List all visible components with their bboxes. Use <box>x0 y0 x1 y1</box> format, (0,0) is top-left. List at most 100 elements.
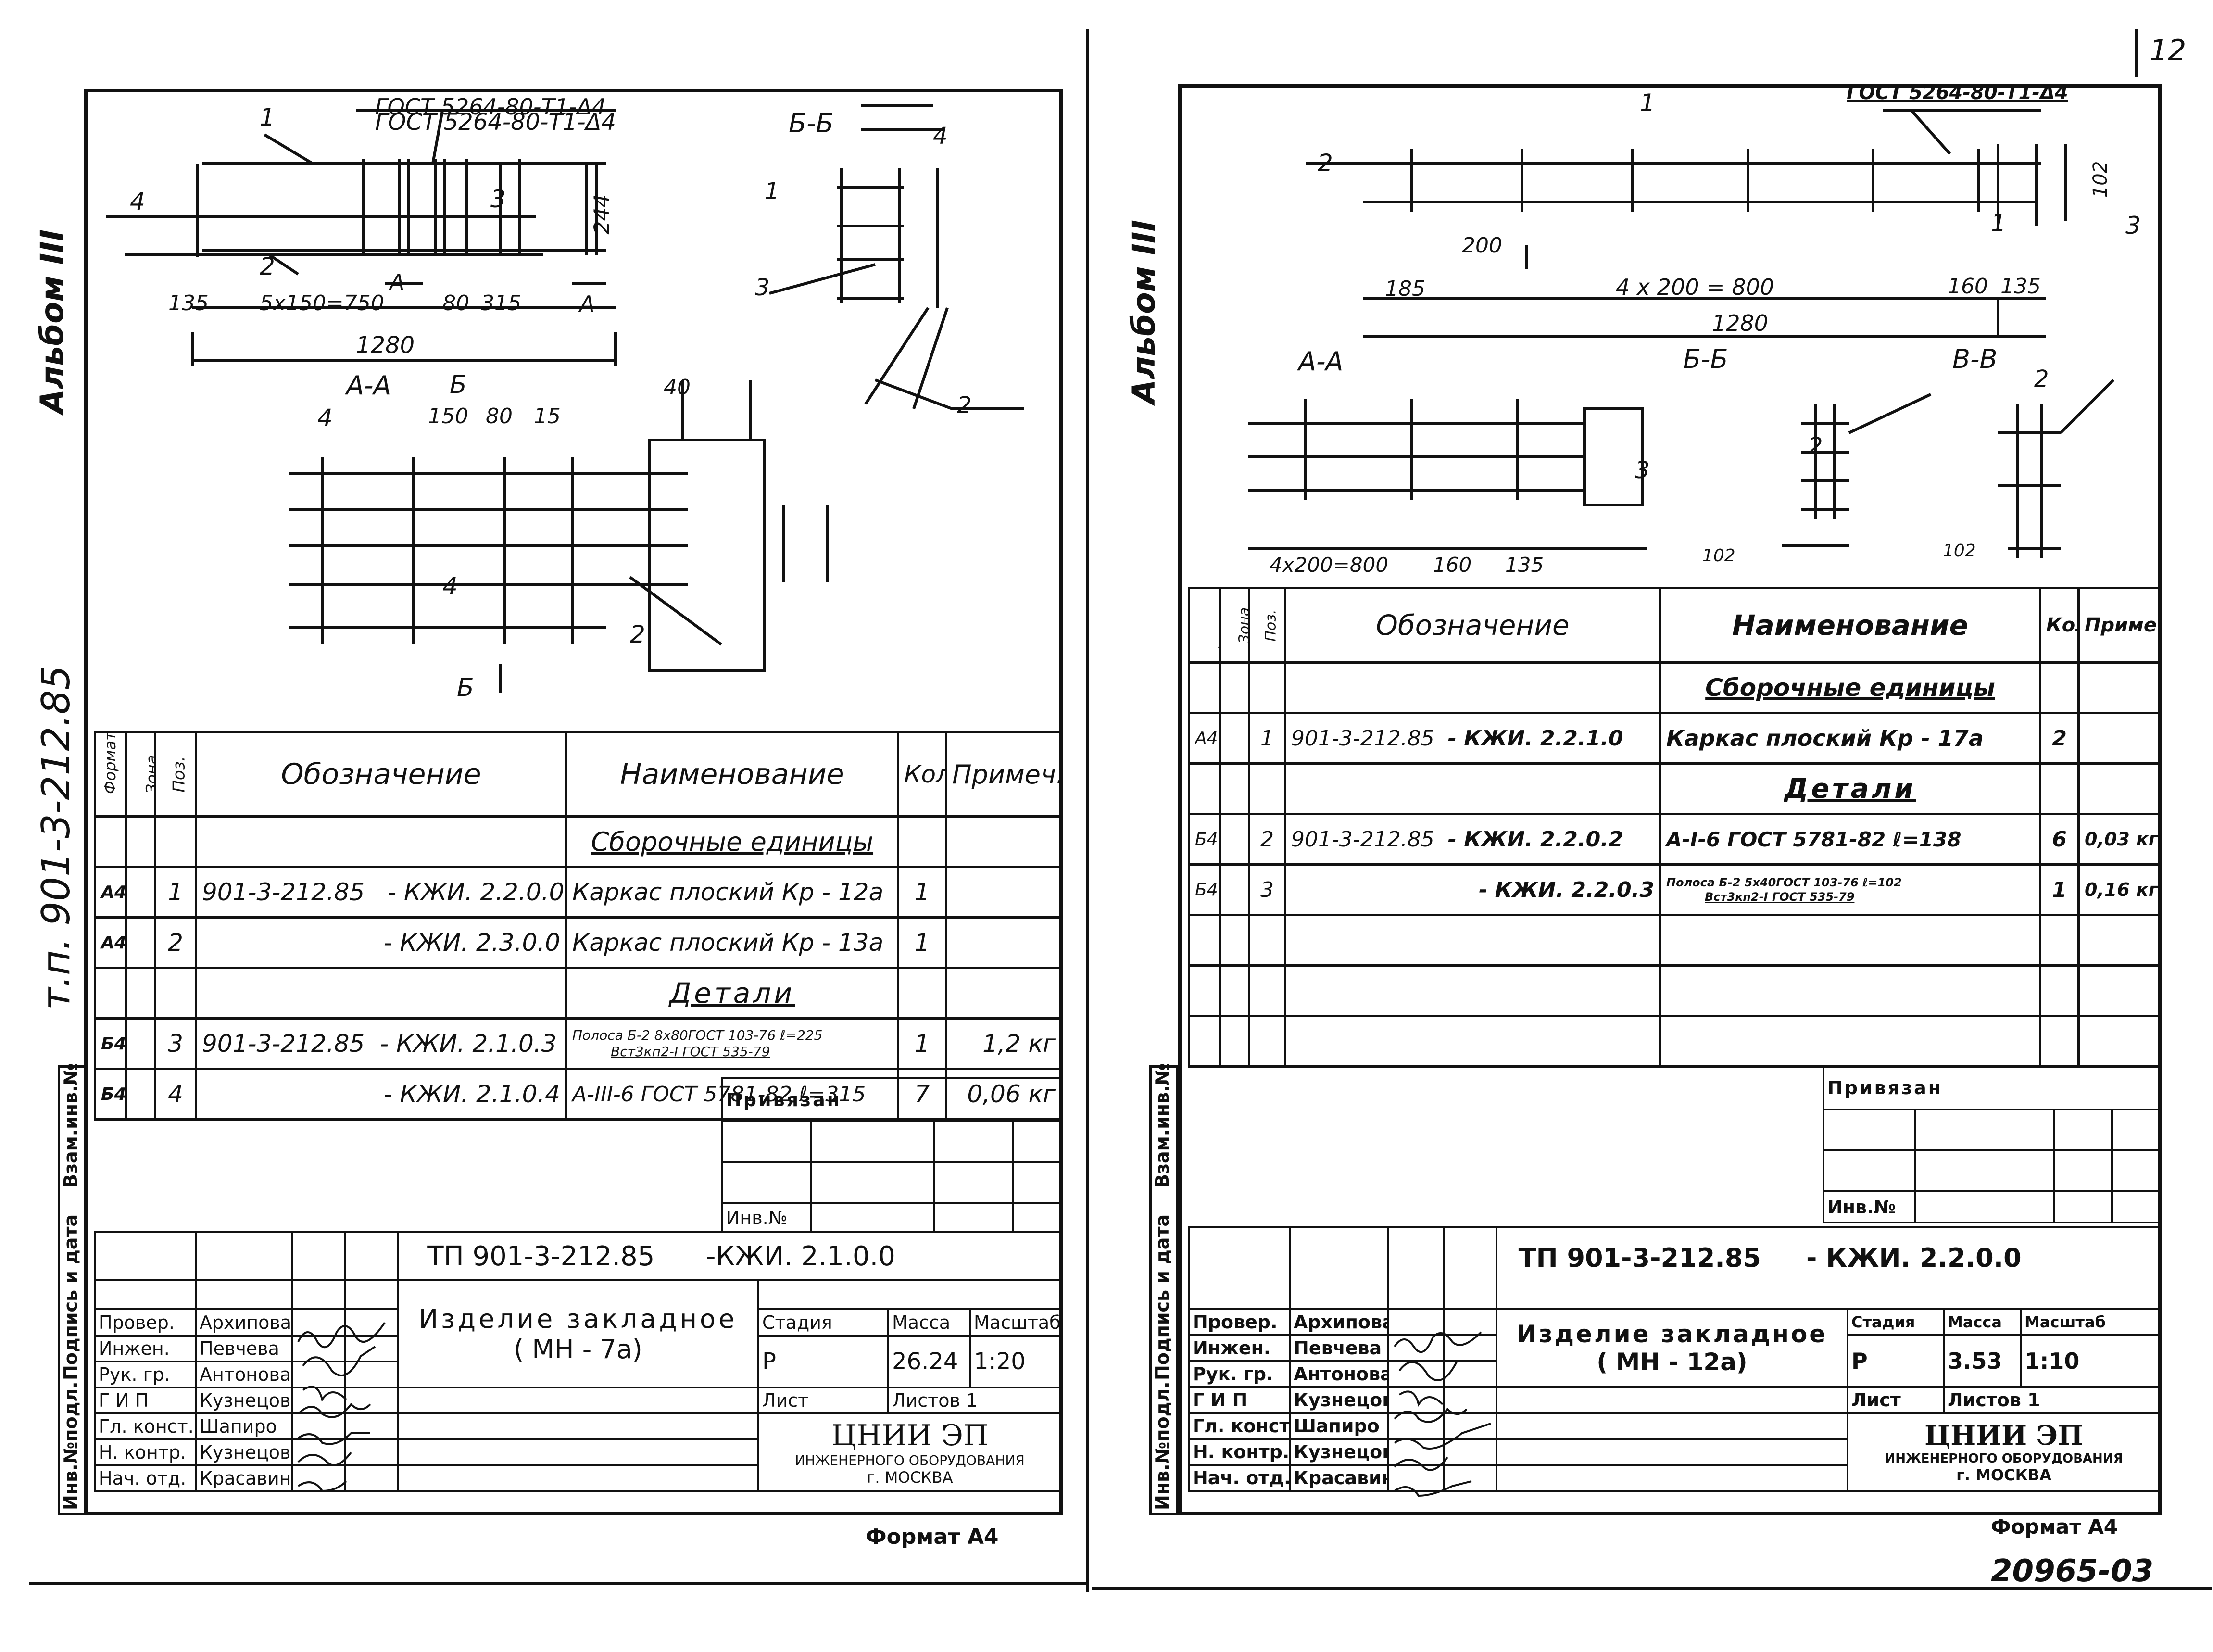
right-dim-102b: 102 <box>1702 546 1735 566</box>
album-label-left: Альбом III <box>34 229 71 414</box>
left-format: Формат А4 <box>866 1525 999 1549</box>
left-stage: Р <box>757 1335 889 1388</box>
left-org-sub: ИНЖЕНЕРНОГО ОБОРУДОВАНИЯ <box>795 1452 1025 1468</box>
table-row: Б4 2 901-3-212.85 - КЖИ. 2.2.0.2 А-I-6 Г… <box>1188 813 2162 866</box>
page-bottom-rule <box>1092 1587 2212 1590</box>
project-label-left: т.п. 901-3-212.85 <box>34 665 78 1010</box>
left-gost-label: ГОСТ 5264-80-Т1-Δ4 <box>375 94 606 120</box>
right-hdr-designation: Обозначение <box>1284 587 1661 664</box>
left-mass: 26.24 <box>887 1335 971 1388</box>
right-hdr-qty: Кол. <box>2039 587 2080 664</box>
left-side-sign: Подпись и дата <box>60 1214 81 1380</box>
left-pos-4: 4 <box>130 188 145 215</box>
right-hdr-note: Примеч. <box>2077 587 2162 664</box>
left-group-details: Детали <box>565 967 899 1020</box>
left-section-mark-b2: Б <box>457 673 474 702</box>
left-section-bb: Б-Б <box>789 108 834 139</box>
left-org: ЦНИИ ЭП <box>831 1418 989 1452</box>
sheet-divider <box>1086 29 1089 1592</box>
left-privyazan: Привязан <box>721 1077 1062 1122</box>
table-row: А4 1 901-3-212.85 - КЖИ. 2.2.0.0 Каркас … <box>94 866 1063 919</box>
right-dim-102c: 102 <box>1943 541 1976 561</box>
left-dim-135: 135 <box>168 291 209 315</box>
left-bb-pos-1: 1 <box>765 178 780 205</box>
left-hdr-pos: Поз. <box>154 731 197 818</box>
left-side-column <box>58 1065 87 1515</box>
left-pos-2: 2 <box>260 252 275 280</box>
right-title: Изделие закладное <box>1516 1320 1828 1348</box>
right-code: ТП 901-3-212.85 <box>1518 1243 1761 1273</box>
left-hdr-designation: Обозначение <box>195 731 567 818</box>
left-subtitle: ( МН - 7а) <box>514 1334 642 1364</box>
right-side-column <box>1149 1065 1178 1515</box>
right-scale: 1:10 <box>2019 1334 2162 1388</box>
right-title-block: ТП 901-3-212.85 - КЖИ. 2.2.0.0 Провер.Ар… <box>1188 1226 2162 1492</box>
left-pos-1: 1 <box>260 103 275 131</box>
right-dim-4x200b: 4х200=800 <box>1270 553 1389 577</box>
right-privyazan-block: Привязан Инв.№ <box>1823 1065 2161 1223</box>
right-org-sub: ИНЖЕНЕРНОГО ОБОРУДОВАНИЯ <box>1885 1451 2123 1466</box>
album-label-right: Альбом III <box>1125 219 1162 404</box>
left-pos-3: 3 <box>490 185 506 213</box>
right-city: г. МОСКВА <box>1956 1466 2051 1484</box>
right-section-aa: А-А <box>1298 346 1344 377</box>
left-code-suffix: -КЖИ. 2.1.0.0 <box>706 1240 895 1272</box>
right-code-suffix: - КЖИ. 2.2.0.0 <box>1806 1243 2022 1273</box>
right-hdr-name: Наименование <box>1659 587 2041 664</box>
archive-number: 20965-03 <box>1991 1553 2154 1589</box>
right-inv: Инв.№ <box>1823 1190 1916 1223</box>
right-gost-label: ГОСТ 5264-80-Т1-Δ4 <box>1847 82 2068 104</box>
right-section-vv: В-В <box>1952 344 1998 374</box>
right-pos-1b: 1 <box>1991 209 2006 237</box>
left-spec-table: Формат Зона Поз. Обозначение Наименовани… <box>94 731 1063 1121</box>
table-row: Б4 3 901-3-212.85 - КЖИ. 2.1.0.3 Полоса … <box>94 1017 1063 1070</box>
left-pos-2b: 2 <box>630 620 645 648</box>
left-hdr-zone: Зона <box>125 731 156 818</box>
top-right-tick <box>2135 29 2138 77</box>
right-format: Формат А4 <box>1991 1515 2118 1539</box>
left-side-inv: Инв.№подл. <box>60 1381 81 1510</box>
left-code: ТП 901-3-212.85 <box>427 1240 655 1272</box>
right-dim-102: 102 <box>2089 161 2112 198</box>
left-pos-4c: 4 <box>442 572 458 600</box>
left-title: Изделие закладное <box>418 1303 738 1334</box>
right-org: ЦНИИ ЭП <box>1924 1420 2083 1451</box>
right-pos-1: 1 <box>1640 89 1655 117</box>
right-side-inv: Инв.№подл. <box>1152 1381 1173 1510</box>
left-title-block: ТП 901-3-212.85 -КЖИ. 2.1.0.0 Изделие за… <box>94 1231 1063 1492</box>
page-bottom-rule-left <box>29 1582 1087 1585</box>
left-hdr-qty: Кол. <box>897 731 947 818</box>
table-row: А4 1 901-3-212.85 - КЖИ. 2.2.1.0 Каркас … <box>1188 712 2162 765</box>
right-side-vzam: Взам.инв.№ <box>1152 1063 1173 1188</box>
table-row: Б4 3 - КЖИ. 2.2.0.3 Полоса Б-2 5х40ГОСТ … <box>1188 863 2162 916</box>
table-row: А4 2 - КЖИ. 2.3.0.0 Каркас плоский Кр - … <box>94 916 1063 969</box>
left-scale: 1:20 <box>968 1335 1063 1388</box>
right-spec-table: Формат Зона Поз. Обозначение Наименовани… <box>1188 587 2162 1068</box>
right-dim-160b: 160 <box>1433 553 1472 577</box>
right-drawing <box>1248 109 2115 558</box>
right-pos-3: 3 <box>2125 212 2141 240</box>
left-dim-80b: 80 <box>486 404 513 429</box>
right-group-assembly: Сборочные единицы <box>1659 661 2041 714</box>
left-signatures <box>297 1322 386 1492</box>
right-vv-pos-2: 2 <box>2034 366 2049 392</box>
svg-text:ГОСТ 5264-80-Т1-Δ4: ГОСТ 5264-80-Т1-Δ4 <box>375 109 616 136</box>
right-dim-135: 135 <box>2000 274 2041 299</box>
left-hdr-format: Формат <box>94 731 127 818</box>
right-signatures <box>1394 1331 1491 1497</box>
right-dim-4x200: 4 х 200 = 800 <box>1616 274 1774 300</box>
left-pos-4b: 4 <box>317 404 333 432</box>
left-bb-pos-4: 4 <box>933 123 948 150</box>
left-dim-5x150: 5х150=750 <box>260 291 384 315</box>
left-hdr-note: Примеч. <box>945 731 1063 818</box>
left-drawing: ГОСТ 5264-80-Т1-Δ4 <box>106 104 1024 693</box>
right-section-bb: Б-Б <box>1683 344 1728 374</box>
left-privyazan-block: Привязан Инв.№ <box>721 1077 1062 1233</box>
left-city: г. МОСКВА <box>867 1468 953 1487</box>
right-stage: Р <box>1847 1334 1945 1388</box>
left-dim-315: 315 <box>481 291 521 315</box>
left-dim-150: 150 <box>428 404 468 429</box>
left-section-aa: А-А <box>346 370 391 401</box>
left-section-mark-b: Б <box>450 370 467 399</box>
right-bb-pos-2: 2 <box>1808 433 1823 460</box>
